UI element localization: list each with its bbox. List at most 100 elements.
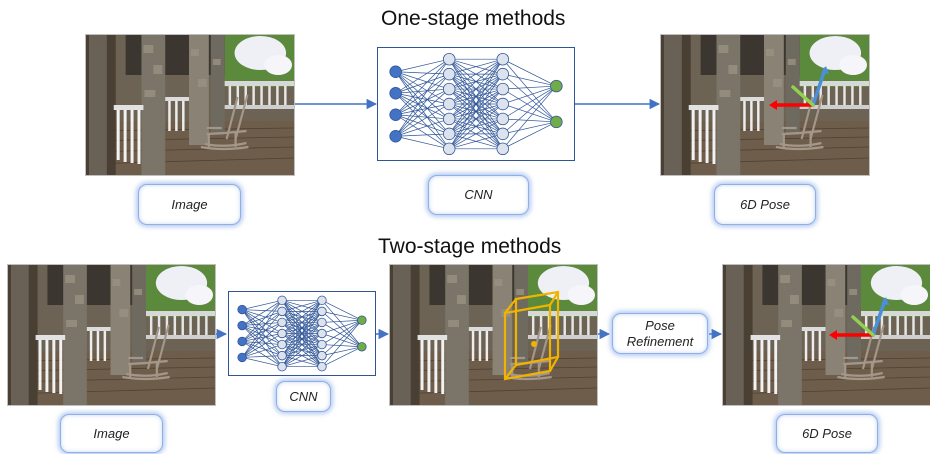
one-stage-input-image [85,34,295,176]
one-stage-cnn-label: CNN [428,175,529,215]
network-connection [242,341,283,345]
network-connection [321,319,362,334]
input-node [237,304,247,315]
network-connection [502,85,557,150]
hidden-node [317,361,327,372]
hidden-node [442,127,456,141]
hidden-node [317,295,327,306]
network-connection [281,322,323,367]
hidden-node [317,317,327,328]
two-stage-title: Two-stage methods [378,235,562,258]
network-connection [448,59,504,149]
hidden-node [442,67,456,81]
network-connection [241,325,283,356]
output-node [357,315,367,325]
network-connection [281,299,323,312]
network-connection [395,118,450,137]
two-stage-pose-image [722,264,930,406]
network-connection [449,118,503,150]
network-connection [395,58,450,94]
hidden-node [277,317,287,328]
network-connection [502,58,557,87]
network-connection [448,73,504,150]
network-connection [502,121,557,135]
network-connection [395,71,450,120]
network-connection [502,73,557,87]
hidden-node [496,142,510,156]
network-connection [395,58,450,73]
network-connection [395,88,450,116]
pose-axis-y-head [881,297,889,305]
network-connection [241,341,283,367]
network-connection [395,73,450,137]
hidden-node [496,52,510,66]
network-connection [448,103,504,150]
hidden-node [442,52,456,66]
pose-axis-z [851,315,875,337]
hidden-node [277,361,287,372]
input-node [237,336,247,347]
input-node [389,130,402,143]
hidden-node [496,127,510,141]
network-connection [448,58,504,120]
network-connection [449,58,503,75]
hidden-node [496,97,510,111]
hidden-node [317,339,327,350]
network-connection [281,300,323,345]
network-connection [395,114,450,150]
network-connection [242,341,283,356]
network-connection [241,333,283,358]
one-stage-pose-label: 6D Pose [714,184,816,225]
network-connection [321,311,362,321]
network-connection [242,325,283,334]
input-node [389,108,402,121]
network-connection [449,58,503,90]
network-connection [321,346,362,356]
network-connection [241,300,283,342]
network-connection [321,300,363,348]
hidden-node [496,112,510,126]
network-connection [242,311,283,326]
network-connection [241,309,283,334]
network-connection [448,58,504,135]
network-connection [281,300,323,334]
network-connection [449,133,503,150]
network-connection [241,309,283,345]
hidden-node [277,295,287,306]
bounding-box-3d [503,290,560,381]
output-node [550,115,563,129]
network-connection [281,311,323,367]
network-connection [395,71,450,149]
two-stage-input-image [7,264,216,406]
output-node [357,342,367,352]
network-connection [502,85,557,120]
pose-axis-z [791,85,815,107]
pose-refinement-label: Pose Refinement [612,313,708,354]
network-connection [395,92,450,135]
network-connection [395,88,450,94]
network-connection [395,92,450,105]
network-connection [281,355,323,368]
network-connection [395,93,450,150]
network-connection [281,300,323,356]
hidden-node [277,306,287,317]
network-connection [395,114,450,120]
hidden-node [317,306,327,317]
network-connection [281,344,323,368]
network-connection [281,300,323,367]
hidden-node [442,112,456,126]
network-connection [321,333,362,348]
network-connection [502,88,557,123]
network-connection [395,135,450,150]
pose-axes [771,67,827,107]
network-connection [395,59,450,137]
hidden-node [442,82,456,96]
network-connection [241,311,283,358]
hidden-node [317,328,327,339]
two-stage-cnn-label: CNN [276,381,331,412]
pose-axis-y [871,298,887,337]
hidden-node [442,142,456,156]
network-connection [502,73,557,123]
network-connection [395,71,450,75]
